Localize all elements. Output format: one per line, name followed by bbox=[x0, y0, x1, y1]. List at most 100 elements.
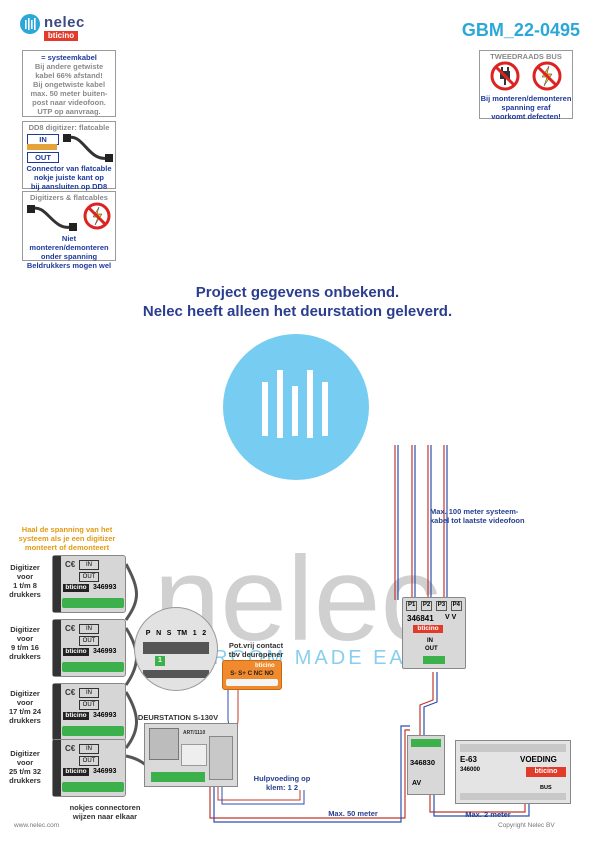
footer-copyright: Copyright Nelec BV bbox=[498, 822, 555, 829]
terminal-zoom: P N S TM 1 2 1 bbox=[134, 607, 218, 691]
note-tweedraads-bus: TWEEDRAADS BUS Bij monteren/demonteren s… bbox=[479, 50, 573, 121]
note-line: Bij andere getwiste bbox=[34, 62, 104, 71]
bus-wires-deurstation bbox=[209, 725, 410, 823]
bticino-badge: bticino bbox=[63, 712, 89, 720]
voeding-code: 346000 bbox=[460, 767, 481, 773]
bticino-badge: bticino bbox=[63, 648, 89, 656]
terminal-strip bbox=[62, 598, 124, 608]
note-tweedraads-text: Bij monteren/demonteren spanning eraf vo… bbox=[480, 94, 572, 121]
note-tweedraads-title: TWEEDRAADS BUS bbox=[490, 52, 562, 61]
module-code: 346993 bbox=[93, 712, 117, 719]
terminal-p4-label: P4 bbox=[450, 601, 462, 611]
hulpvoeding-label: Hulpvoeding op klem: 1 2 bbox=[240, 774, 324, 792]
bticino-badge: bticino bbox=[255, 663, 275, 669]
note-dd8-title: DD8 digitizer: flatcable bbox=[28, 123, 110, 132]
terminal-s-label: S bbox=[166, 630, 172, 637]
max50-label: Max. 50 meter bbox=[328, 809, 378, 818]
out-label: OUT bbox=[79, 756, 99, 766]
terminal-strip bbox=[62, 782, 124, 792]
voeding-label: VOEDING bbox=[520, 755, 557, 764]
terminal-pins bbox=[143, 670, 209, 678]
voeding-model: E-63 bbox=[460, 755, 477, 764]
digitizer-3-module: C€ IN OUT bticino 346993 bbox=[52, 683, 126, 741]
label-line: Digitizer bbox=[10, 625, 40, 634]
note-line: voorkomt defecten! bbox=[491, 112, 561, 121]
in-label: IN bbox=[79, 744, 99, 754]
dd8-connector-strip bbox=[27, 144, 57, 150]
bticino-badge: bticino bbox=[413, 625, 443, 633]
note-line: Connector van flatcable bbox=[26, 164, 112, 173]
ce-mark: C€ bbox=[65, 688, 76, 697]
vv-label: V V bbox=[445, 614, 457, 621]
note-line: bij aansluiten op DD8 bbox=[30, 182, 108, 191]
pcb-panel bbox=[181, 744, 207, 766]
label-line: voor bbox=[16, 572, 34, 581]
in-label: IN bbox=[79, 560, 99, 570]
digitizer-2-label: Digitizer voor 9 t/m 16 drukkers bbox=[0, 625, 50, 661]
brand-name: nelec bbox=[44, 14, 85, 31]
ce-mark: C€ bbox=[65, 744, 76, 753]
note-digitizers: Digitizers & flatcables Niet monteren/de… bbox=[22, 191, 116, 270]
ce-mark: C€ bbox=[65, 560, 76, 569]
note-line: Niet monteren/demonteren bbox=[29, 234, 109, 252]
terminal-strip bbox=[151, 772, 205, 782]
module-side-bar bbox=[53, 740, 61, 796]
label-line: Hulpvoeding op bbox=[253, 774, 311, 783]
bus-wires-up bbox=[394, 445, 448, 600]
terminal-p3-label: P3 bbox=[435, 601, 448, 611]
label-line: tbv deuropener bbox=[228, 650, 284, 659]
label-line: drukkers bbox=[9, 652, 41, 661]
label-line: drukkers bbox=[9, 590, 41, 599]
note-line: Beldrukkers mogen wel bbox=[26, 261, 112, 270]
note-line: spanning eraf bbox=[501, 103, 551, 112]
dd8-out-label: OUT bbox=[27, 152, 59, 163]
module-code: 346993 bbox=[93, 768, 117, 775]
note-line: UTP op aanvraag. bbox=[37, 107, 101, 116]
max100-label: Max. 100 meter systeem- kabel tot laatst… bbox=[430, 507, 560, 525]
in-label: IN bbox=[427, 638, 433, 644]
note-dd8: DD8 digitizer: flatcable IN OUT Connecto… bbox=[22, 121, 116, 191]
module-346841: P1 P2 P3 P4 346841 V V bticino IN OUT bbox=[402, 597, 466, 669]
document-id: GBM_22-0495 bbox=[461, 20, 580, 40]
max2-label: Max. 2 meter bbox=[465, 810, 511, 819]
voeding-module: E-63 VOEDING 346000 bticino BUS bbox=[455, 740, 571, 804]
no-power-warning-icon bbox=[83, 202, 111, 230]
note-line: kabel 66% afstand! bbox=[35, 71, 103, 80]
nelec-logo-icon bbox=[20, 14, 40, 34]
note-line: post naar videofoon. bbox=[32, 98, 106, 107]
note-line: onder spanning bbox=[40, 252, 98, 261]
deurstation-label: DEURSTATION S-130V bbox=[137, 713, 219, 722]
note-digitizers-text: Niet monteren/demonteren onder spanning … bbox=[23, 234, 115, 270]
digitizer-warning: Haal de spanning van het systeem als je … bbox=[6, 525, 128, 552]
connector-note: nokjes connectoren wijzen naar elkaar bbox=[60, 803, 150, 821]
bticino-badge: bticino bbox=[44, 31, 78, 41]
terminal-tm-label: TM bbox=[177, 630, 188, 637]
in-label: IN bbox=[79, 624, 99, 634]
note-line: max. 50 meter buiten- bbox=[30, 89, 108, 98]
footer-website: www.nelec.com bbox=[14, 822, 60, 829]
terminal-strip bbox=[460, 744, 566, 752]
terminal-strip bbox=[423, 656, 445, 664]
module-346830: 346830 AV bbox=[407, 735, 445, 795]
terminal-strip bbox=[460, 793, 566, 800]
pot-contact-label: Pot.vrij contact tbv deuropener bbox=[214, 641, 298, 659]
digitizer-4-module: C€ IN OUT bticino 346993 bbox=[52, 739, 126, 797]
no-power-warning-icon bbox=[532, 61, 562, 91]
warning-line: systeem als je een digitizer bbox=[18, 534, 116, 543]
label-line: voor bbox=[16, 634, 34, 643]
digitizer-1-module: C€ IN OUT bticino 346993 bbox=[52, 555, 126, 613]
module-code: 346993 bbox=[93, 648, 117, 655]
ce-mark: C€ bbox=[65, 624, 76, 633]
p-terminals: P1 P2 P3 P4 bbox=[406, 601, 462, 611]
terminal-p2-label: P2 bbox=[420, 601, 433, 611]
terminal-pins bbox=[143, 642, 209, 654]
module-code: 346841 bbox=[407, 614, 434, 623]
terminal-strip bbox=[62, 726, 124, 736]
brand-logo bbox=[20, 14, 40, 39]
pot-contact-module: bticino S- S+ C NC NO bbox=[222, 660, 282, 690]
bus-label: BUS bbox=[540, 785, 552, 791]
digitizer-4-label: Digitizer voor 25 t/m 32 drukkers bbox=[0, 749, 50, 785]
flatcable-icon bbox=[27, 205, 77, 231]
bticino-badge: bticino bbox=[63, 584, 89, 592]
module-side-bar bbox=[53, 684, 61, 740]
